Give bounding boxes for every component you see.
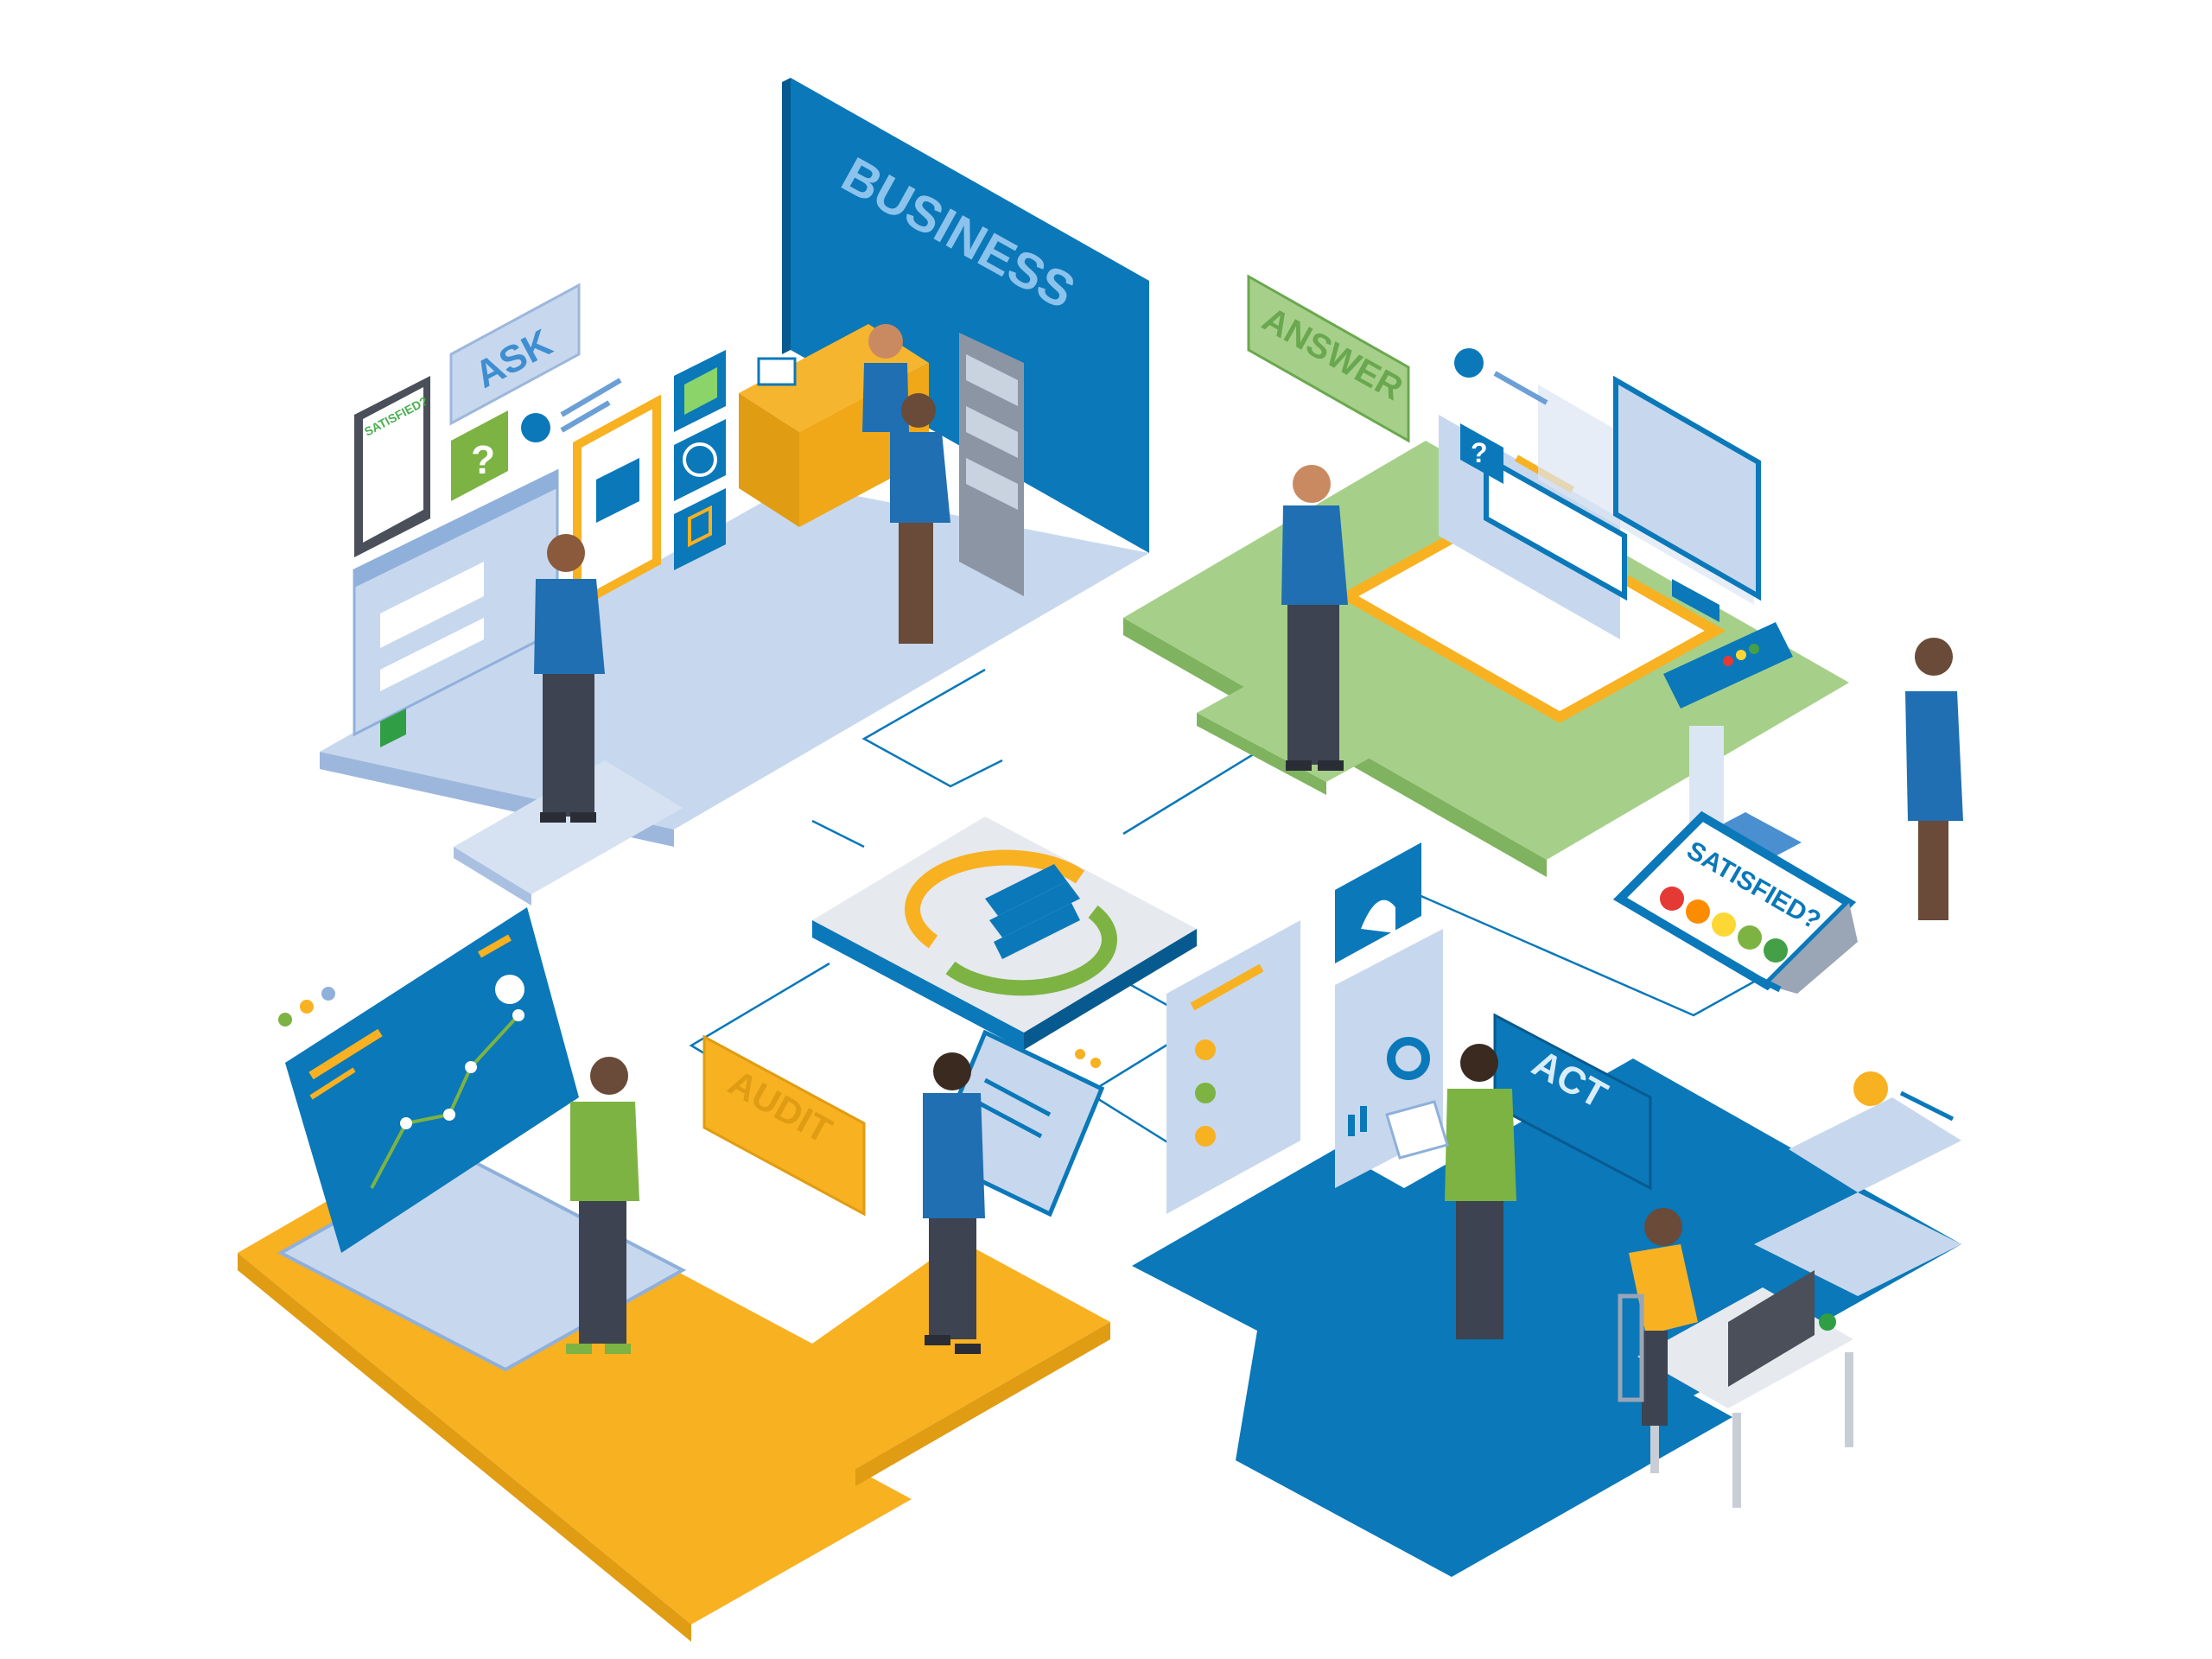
center-logo-tile — [812, 817, 1197, 1050]
audit-label-panel — [702, 1034, 866, 1217]
answer-customer-figure — [1281, 465, 1348, 771]
audit-woman-figure — [566, 1057, 639, 1354]
ask-quadrant: BUSINESS ASK SATISFIED? ? — [320, 78, 1149, 906]
answer-side-panel — [1613, 375, 1761, 601]
staff-woman-figure — [890, 393, 950, 644]
avatar-bubble — [521, 413, 550, 442]
send-icon — [380, 709, 406, 747]
ask-customer-figure — [534, 534, 605, 823]
answer-label-panel — [1247, 274, 1410, 443]
act-chat-bubble-2 — [1754, 1192, 1961, 1296]
rating-good — [1738, 925, 1762, 950]
act-agent-figure — [1385, 1044, 1516, 1339]
rating-bad — [1686, 899, 1710, 924]
business-wall — [791, 78, 1149, 553]
ask-floor — [320, 484, 1149, 830]
question-tile — [1460, 423, 1503, 484]
act-quadrant: ACT — [1132, 842, 1961, 1577]
kiosk-woman-figure — [1905, 638, 1963, 920]
act-label-panel — [1493, 1013, 1652, 1191]
ask-step — [454, 760, 683, 894]
support-agent-figure — [1618, 1208, 1698, 1426]
answer-quadrant: ANSWER ? — [1123, 274, 1963, 994]
globe-icon — [674, 419, 726, 501]
receptionist-figure — [862, 324, 909, 432]
pencil-icon — [1672, 579, 1719, 622]
question-mark-icon: ? — [471, 437, 495, 482]
rating-neutral — [1712, 912, 1736, 937]
ask-label-panel — [449, 283, 581, 426]
satisfied-sign: SATISFIED? — [1612, 810, 1858, 994]
rating-very-bad — [1660, 887, 1684, 911]
rating-very-good — [1764, 938, 1788, 963]
act-floor — [1132, 1058, 1961, 1577]
tablet-icon — [674, 488, 726, 570]
act-task-card — [1166, 920, 1300, 1214]
cycle-logo-icon — [905, 849, 1117, 996]
question-card — [451, 410, 508, 501]
act-chat-bubble-1 — [1789, 1097, 1961, 1192]
desk-monitor — [1728, 1270, 1815, 1387]
connector-lines — [689, 668, 1772, 1160]
desk-sign — [757, 357, 797, 386]
answer-question-icon: ? — [1471, 437, 1488, 468]
audit-man-figure — [923, 1052, 985, 1354]
